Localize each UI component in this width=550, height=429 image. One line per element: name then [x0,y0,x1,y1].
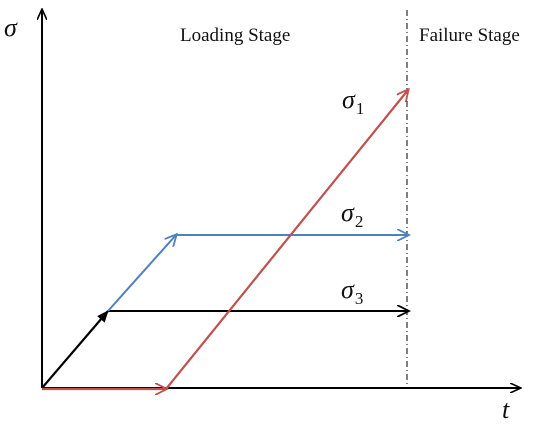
failure-stage-label: Failure Stage [419,25,520,46]
sigma1-rise-arrow [165,90,408,390]
sigma1-label: σ1 [342,85,364,118]
initial-loading-arrow [41,310,109,389]
sigma2-label: σ2 [341,198,363,231]
sigma2-rise-arrow [107,235,176,312]
sigma3-label: σ3 [341,275,363,308]
x-axis-label: t [502,395,510,424]
y-axis-label: σ [4,13,18,42]
loading-stage-label: Loading Stage [180,25,290,46]
